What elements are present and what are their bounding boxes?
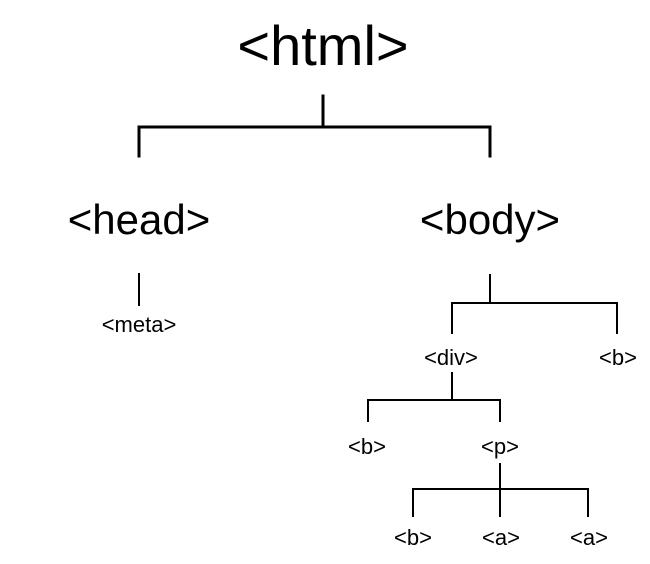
node-html: <html> xyxy=(237,14,409,77)
node-body-b: <b> xyxy=(599,345,637,370)
node-p-a2: <a> xyxy=(570,525,608,550)
node-div-b: <b> xyxy=(348,434,386,459)
node-div: <div> xyxy=(424,345,478,370)
node-meta: <meta> xyxy=(101,312,177,337)
node-p-b: <b> xyxy=(394,525,432,550)
node-body: <body> xyxy=(419,196,561,243)
node-head: <head> xyxy=(67,196,211,243)
node-p-a1: <a> xyxy=(482,525,520,550)
node-p: <p> xyxy=(481,434,519,459)
